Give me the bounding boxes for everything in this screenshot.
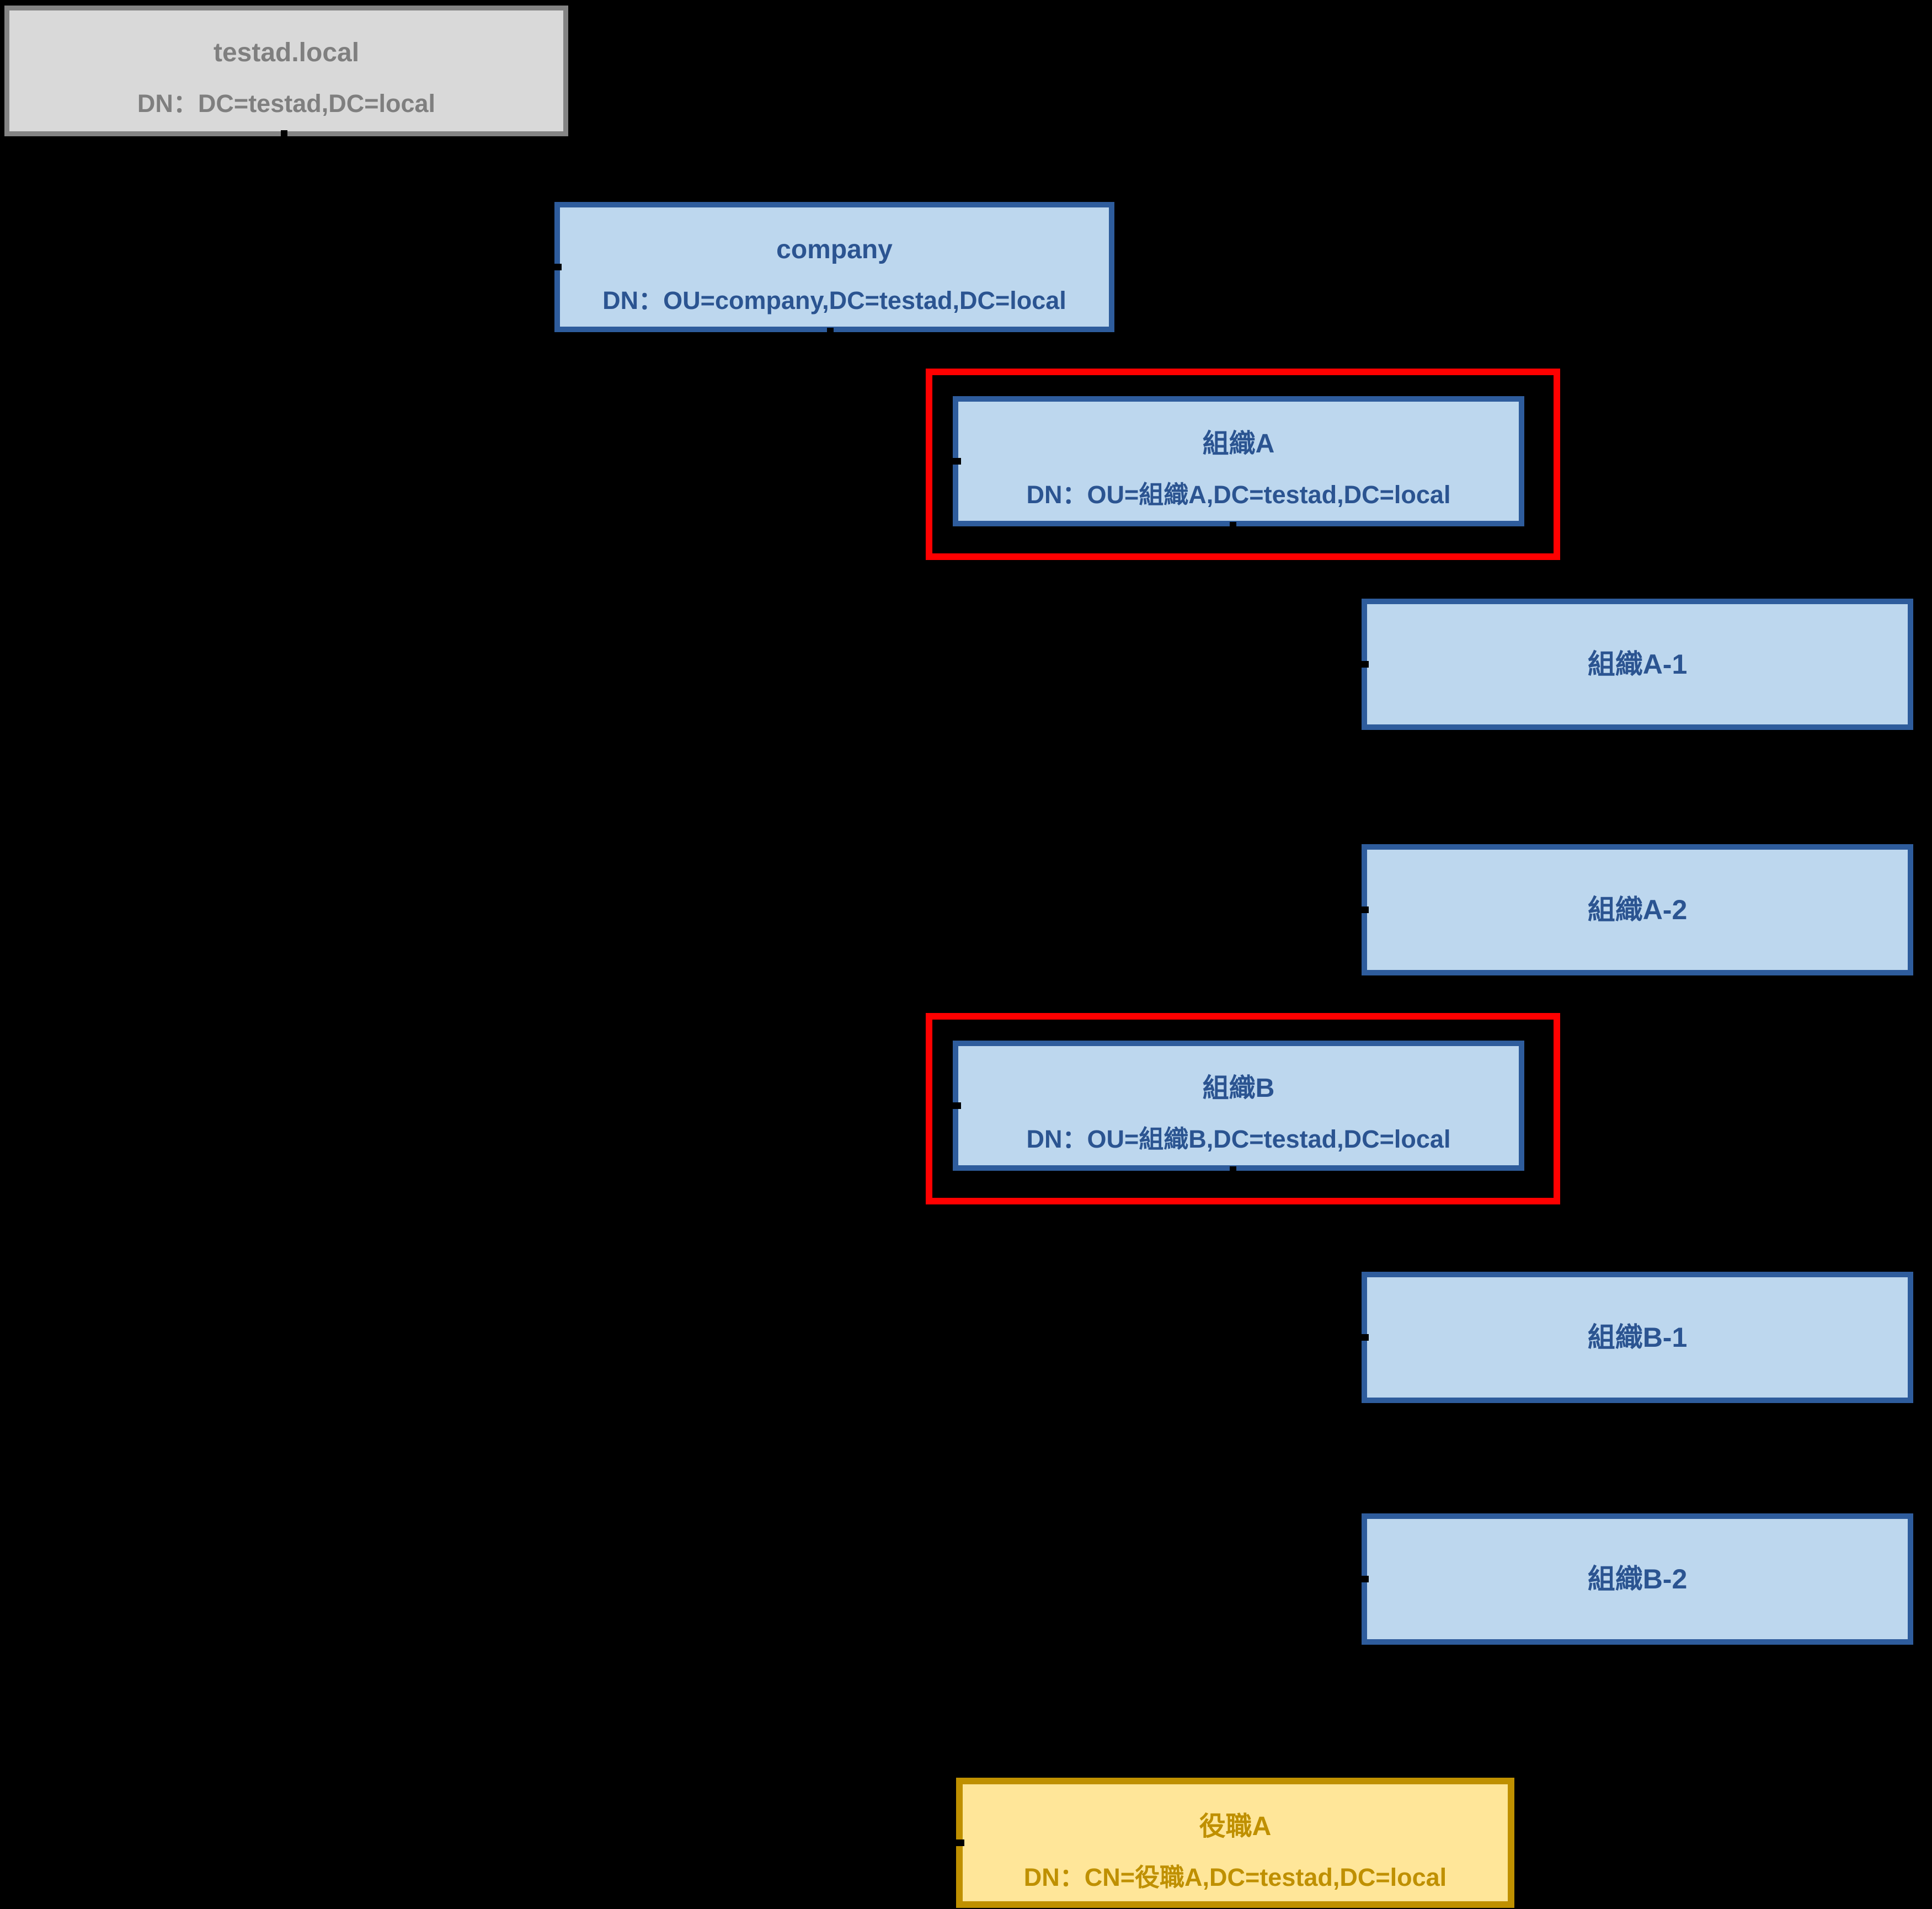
node-title: 役職A <box>1199 1812 1272 1841</box>
node-dn: DN：CN=役職A,DC=testad,DC=local <box>1023 1863 1447 1891</box>
node-dn: DN：OU=組織A,DC=testad,DC=local <box>1026 481 1451 509</box>
node-dn: DN：OU=組織B,DC=testad,DC=local <box>1026 1125 1451 1153</box>
node-title: 組織A-1 <box>1587 649 1688 680</box>
node-org-b: 組織B DN：OU=組織B,DC=testad,DC=local <box>953 1041 1524 1171</box>
connector-line <box>1233 1577 1362 1582</box>
node-dn: DN：DC=testad,DC=local <box>137 89 436 118</box>
node-org-a-1: 組織A-1 <box>1362 599 1913 730</box>
connector-line <box>830 1841 956 1846</box>
connector-line <box>1233 662 1362 667</box>
connector-line <box>830 458 953 463</box>
connector-line <box>284 265 554 270</box>
node-title: 組織B-2 <box>1587 1564 1688 1595</box>
node-org-b-2: 組織B-2 <box>1362 1513 1913 1645</box>
connector-tick <box>1354 1576 1369 1582</box>
node-dn: DN：OU=company,DC=testad,DC=local <box>602 286 1066 314</box>
node-title: 組織A-2 <box>1587 894 1688 925</box>
connector-line <box>1233 1335 1362 1340</box>
highlight-rect-org-b <box>926 1013 1560 1204</box>
connector-tick <box>1230 1166 1236 1181</box>
node-org-a-2: 組織A-2 <box>1362 844 1913 975</box>
highlight-rect-org-a <box>926 369 1560 560</box>
connector-tick <box>947 458 961 465</box>
connector-tick <box>950 1839 964 1846</box>
node-org-a: 組織A DN：OU=組織A,DC=testad,DC=local <box>953 396 1524 526</box>
node-company: company DN：OU=company,DC=testad,DC=local <box>554 202 1114 332</box>
connector-tick <box>1230 522 1236 536</box>
connector-tick <box>947 1102 961 1109</box>
connector-tick <box>281 130 287 145</box>
connector-line <box>1233 908 1362 913</box>
node-title: 組織B <box>1202 1074 1275 1103</box>
connector-tick <box>547 264 562 270</box>
connector-line <box>830 332 835 1843</box>
connector-line <box>830 1103 953 1108</box>
node-testad-local: testad.local DN：DC=testad,DC=local <box>4 6 568 136</box>
node-title: company <box>776 235 893 264</box>
connector-tick <box>827 328 834 342</box>
node-title: 組織B-1 <box>1587 1322 1688 1353</box>
connector-line <box>1233 1171 1238 1579</box>
connector-tick <box>1354 1334 1369 1341</box>
node-title: 組織A <box>1202 429 1275 458</box>
connector-line <box>284 136 289 267</box>
connector-tick <box>1354 906 1369 913</box>
connector-line <box>1233 526 1238 910</box>
node-org-b-1: 組織B-1 <box>1362 1272 1913 1403</box>
connector-tick <box>1354 661 1369 668</box>
node-title: testad.local <box>213 38 360 67</box>
node-role-a: 役職A DN：CN=役職A,DC=testad,DC=local <box>956 1778 1514 1908</box>
